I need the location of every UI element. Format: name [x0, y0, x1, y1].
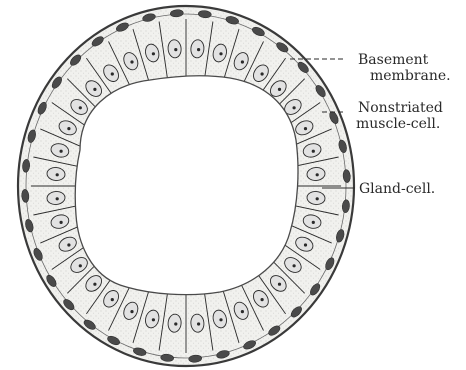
nucleolus: [130, 60, 133, 63]
nucleolus: [312, 150, 315, 153]
nucleolus: [67, 243, 70, 246]
muscle-label-line2: muscle-cell.: [356, 116, 440, 132]
nucleolus: [79, 106, 82, 109]
nucleolus: [93, 283, 96, 286]
nucleolus: [261, 298, 264, 301]
nucleolus: [219, 52, 222, 55]
nucleolus: [197, 48, 200, 51]
nucleolus: [174, 48, 177, 51]
nucleolus: [111, 72, 114, 75]
nucleolus: [278, 88, 281, 91]
nucleolus: [152, 52, 155, 55]
nucleolus: [60, 150, 63, 153]
gland-cell-label: Gland-cell.: [359, 181, 435, 197]
nucleolus: [241, 60, 244, 63]
nucleolus: [316, 173, 319, 176]
nucleolus: [152, 318, 155, 321]
nucleolus: [261, 72, 264, 75]
nucleolus: [79, 264, 82, 267]
muscle-label-line1: Nonstriated: [358, 100, 443, 116]
nucleolus: [67, 127, 70, 130]
nucleolus: [60, 221, 63, 224]
basement-label-line1: Basement: [358, 52, 429, 68]
nucleolus: [304, 243, 307, 246]
basement-label-line2: membrane.: [370, 68, 451, 84]
nucleolus: [278, 283, 281, 286]
nucleolus: [312, 221, 315, 224]
nucleolus: [93, 88, 96, 91]
nucleolus: [316, 197, 319, 200]
nucleolus: [197, 322, 200, 325]
nucleolus: [241, 310, 244, 313]
nucleolus: [219, 318, 222, 321]
nucleolus: [304, 127, 307, 130]
nucleolus: [293, 264, 296, 267]
gland-lumen: [75, 76, 298, 295]
nucleolus: [56, 197, 59, 200]
nucleolus: [130, 310, 133, 313]
nucleolus: [56, 173, 59, 176]
nucleolus: [293, 106, 296, 109]
nucleolus: [111, 298, 114, 301]
nucleolus: [174, 322, 177, 325]
